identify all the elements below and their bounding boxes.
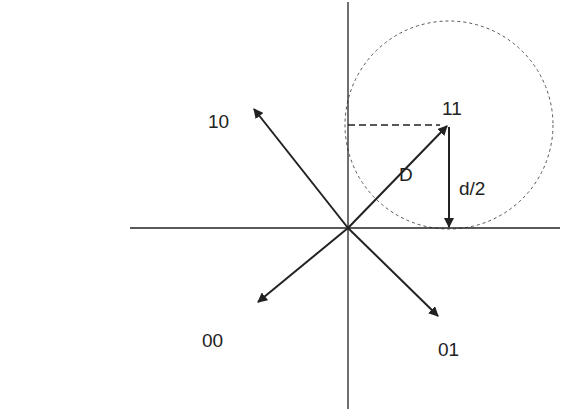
symbol-vector: [258, 228, 348, 302]
symbol-label: 11: [442, 99, 462, 118]
horizontal-axis: [130, 227, 560, 228]
symbol-label: d/2: [459, 179, 485, 198]
half-distance-arrow: [448, 127, 450, 227]
symbol-vector: [348, 228, 438, 316]
dashed-projection: [348, 124, 440, 126]
symbol-label: 10: [208, 112, 229, 131]
symbol-label: 01: [438, 340, 459, 359]
symbol-vector: [348, 126, 447, 228]
symbol-label: D: [399, 165, 413, 184]
symbol-label: 00: [202, 331, 223, 350]
vertical-axis: [347, 2, 348, 409]
decision-circle: [345, 21, 553, 229]
symbol-vector: [254, 109, 348, 228]
